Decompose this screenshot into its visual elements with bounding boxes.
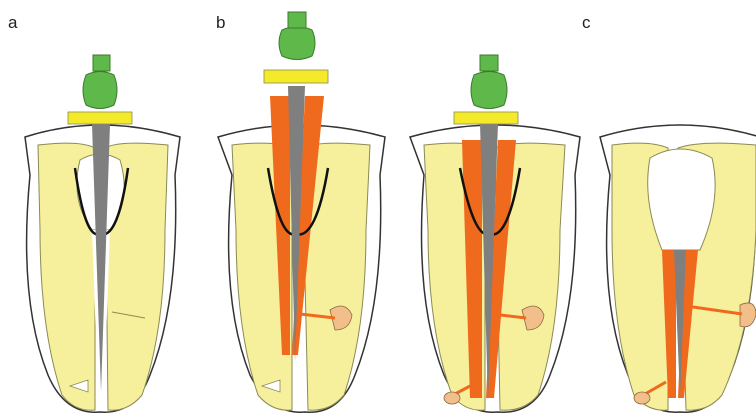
rubber-stopper-icon xyxy=(454,112,518,124)
file-handle-top xyxy=(480,55,498,71)
lesion-icon xyxy=(634,392,650,404)
tooth-a xyxy=(25,55,180,412)
file-handle xyxy=(471,72,507,109)
tooth-b1 xyxy=(218,12,385,412)
file-handle xyxy=(83,72,117,109)
file-handle-top xyxy=(288,12,306,28)
pulp-chamber xyxy=(648,149,715,250)
panel-label-b: b xyxy=(216,13,225,32)
file-handle-top xyxy=(93,55,110,71)
tooth-c xyxy=(600,125,756,412)
rubber-stopper-icon xyxy=(264,70,328,83)
file-handle xyxy=(279,27,315,60)
lesion-icon xyxy=(740,303,756,327)
panel-label-c: c xyxy=(582,13,591,32)
tooth-b2 xyxy=(410,55,580,412)
lesion-icon xyxy=(444,392,460,404)
rubber-stopper-icon xyxy=(68,112,132,124)
panel-label-a: a xyxy=(8,13,18,32)
